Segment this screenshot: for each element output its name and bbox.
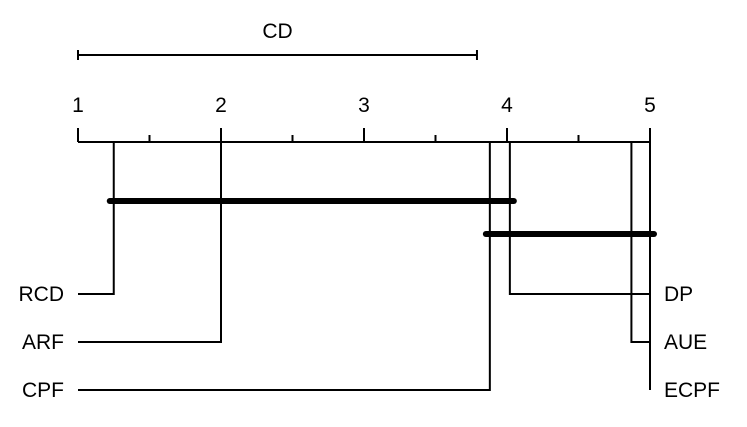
- method-label-rcd: RCD: [19, 283, 65, 306]
- method-label-dp: DP: [664, 283, 693, 306]
- cd-label: CD: [262, 20, 292, 43]
- axis-tick-label-4: 4: [501, 94, 513, 117]
- axis-tick-label-5: 5: [644, 94, 656, 117]
- axis-tick-label-2: 2: [215, 94, 227, 117]
- method-connector-arf: [78, 142, 222, 343]
- method-label-ecpf: ECPF: [664, 379, 720, 402]
- method-label-cpf: CPF: [22, 379, 64, 402]
- method-connector-cpf: [78, 142, 491, 391]
- axis-tick-label-1: 1: [72, 94, 84, 117]
- method-connector-aue: [630, 142, 650, 343]
- method-label-arf: ARF: [22, 331, 64, 354]
- axis-tick-label-3: 3: [358, 94, 370, 117]
- method-connector-dp: [508, 142, 650, 295]
- method-connector-rcd: [78, 142, 115, 295]
- method-label-aue: AUE: [664, 331, 707, 354]
